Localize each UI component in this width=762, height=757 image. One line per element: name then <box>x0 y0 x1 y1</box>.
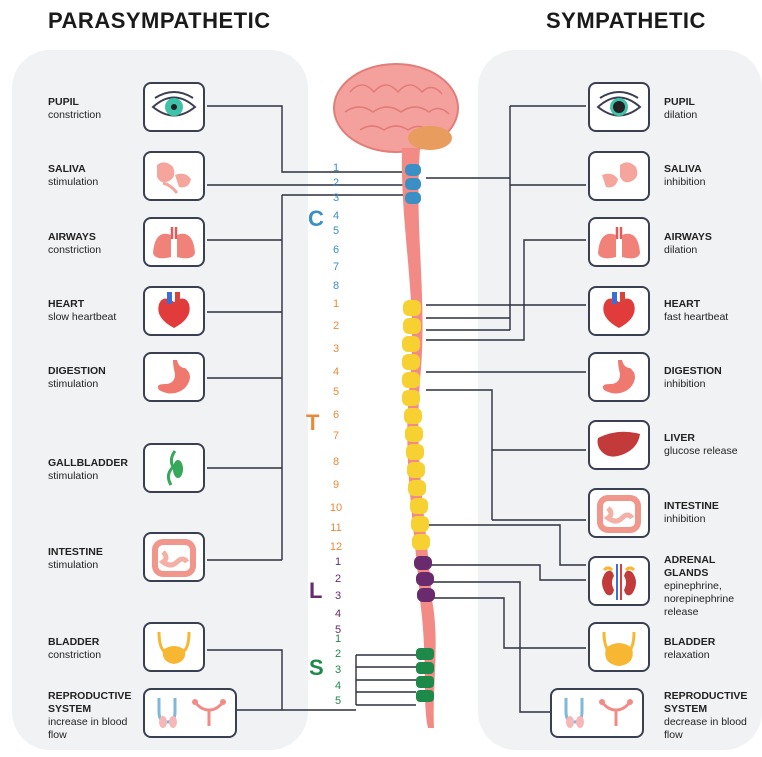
lumbar-level-4: 4 <box>329 608 347 620</box>
thoracic-level-4: 4 <box>327 366 345 378</box>
heart-icon <box>588 286 650 336</box>
stomach-icon <box>588 352 650 402</box>
lumbar-level-2: 2 <box>329 573 347 585</box>
thoracic-level-9: 9 <box>327 479 345 491</box>
thoracic-level-10: 10 <box>327 502 345 514</box>
eye-icon <box>143 82 205 132</box>
salivary-gland-icon <box>588 151 650 201</box>
cervical-letter: C <box>308 206 324 232</box>
sacral-level-5: 5 <box>329 695 347 707</box>
liver-icon <box>588 420 650 470</box>
salivary-gland-icon <box>143 151 205 201</box>
cervical-level-5: 5 <box>327 225 345 237</box>
sacral-level-3: 3 <box>329 664 347 676</box>
lumbar-level-3: 3 <box>329 590 347 602</box>
heart-icon <box>143 286 205 336</box>
gallbladder-icon <box>143 443 205 493</box>
cervical-level-8: 8 <box>327 280 345 292</box>
lungs-icon <box>588 217 650 267</box>
cervical-level-6: 6 <box>327 244 345 256</box>
lumbar-segments <box>414 556 435 602</box>
lungs-icon <box>143 217 205 267</box>
reproductive-system-icon <box>143 688 237 738</box>
sacral-letter: S <box>309 655 324 681</box>
eye-icon <box>588 82 650 132</box>
thoracic-level-1: 1 <box>327 298 345 310</box>
cervical-level-3: 3 <box>327 192 345 204</box>
thoracic-level-6: 6 <box>327 409 345 421</box>
bladder-icon <box>143 622 205 672</box>
thoracic-level-12: 12 <box>327 541 345 553</box>
thoracic-level-2: 2 <box>327 320 345 332</box>
thoracic-level-8: 8 <box>327 456 345 468</box>
sacral-level-4: 4 <box>329 680 347 692</box>
sacral-level-1: 1 <box>329 633 347 645</box>
thoracic-letter: T <box>306 410 319 436</box>
adrenal-gland-icon <box>588 556 650 606</box>
cervical-level-7: 7 <box>327 261 345 273</box>
thoracic-level-11: 11 <box>327 522 345 534</box>
stomach-icon <box>143 352 205 402</box>
intestine-icon <box>143 532 205 582</box>
intestine-icon <box>588 488 650 538</box>
thoracic-level-3: 3 <box>327 343 345 355</box>
bladder-icon <box>588 622 650 672</box>
lumbar-letter: L <box>309 578 322 604</box>
sacral-level-2: 2 <box>329 648 347 660</box>
lumbar-level-1: 1 <box>329 556 347 568</box>
cervical-level-2: 2 <box>327 177 345 189</box>
cervical-level-4: 4 <box>327 210 345 222</box>
reproductive-system-icon <box>550 688 644 738</box>
cervical-segments <box>405 164 421 204</box>
cervical-level-1: 1 <box>327 162 345 174</box>
brain-icon <box>334 64 458 152</box>
thoracic-level-5: 5 <box>327 386 345 398</box>
thoracic-level-7: 7 <box>327 430 345 442</box>
